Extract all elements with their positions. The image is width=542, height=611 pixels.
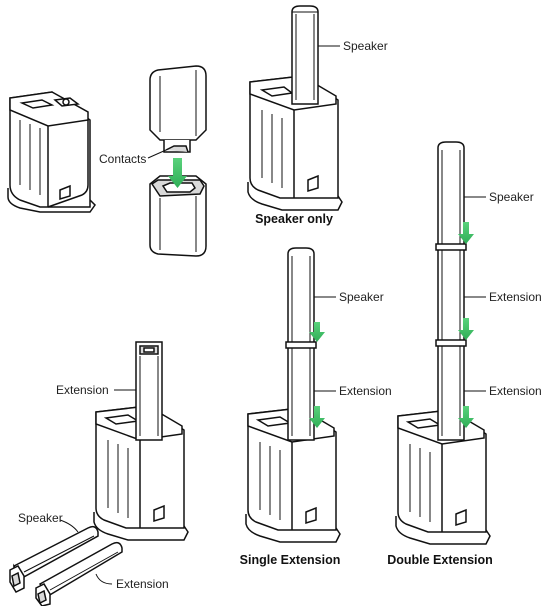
lying-columns: [9, 525, 123, 607]
speaker-only-assembly: [247, 5, 343, 211]
speaker-label: Speaker: [343, 39, 388, 53]
down-arrow-icon: [458, 222, 474, 244]
speaker-only-caption: Speaker only: [255, 212, 333, 226]
subwoofer-base-standalone: [7, 91, 96, 213]
contacts-arrow-icon: [168, 158, 187, 188]
down-arrow-icon: [309, 322, 325, 342]
speaker-label: Speaker: [18, 511, 63, 525]
extension-label: Extension: [489, 384, 542, 398]
extension-on-base-assembly: [93, 341, 189, 541]
single-extension-caption: Single Extension: [239, 553, 341, 567]
extension-label: Extension: [116, 577, 169, 591]
speaker-label: Speaker: [489, 190, 534, 204]
contacts-detail: [149, 65, 207, 257]
speaker-label: Speaker: [339, 290, 384, 304]
double-extension-caption: Double Extension: [387, 553, 493, 567]
contacts-leader-line: [147, 149, 167, 159]
extension-label: Extension: [339, 384, 392, 398]
extension-label: Extension: [489, 290, 542, 304]
contacts-label: Contacts: [99, 152, 147, 166]
single-extension-assembly: [245, 247, 341, 543]
down-arrow-icon: [458, 318, 474, 340]
down-arrow-icon: [458, 406, 474, 428]
leader-lines: [59, 45, 486, 585]
extension-label: Extension: [56, 383, 109, 397]
down-arrow-icon: [309, 406, 325, 428]
double-extension-assembly: [395, 141, 491, 545]
